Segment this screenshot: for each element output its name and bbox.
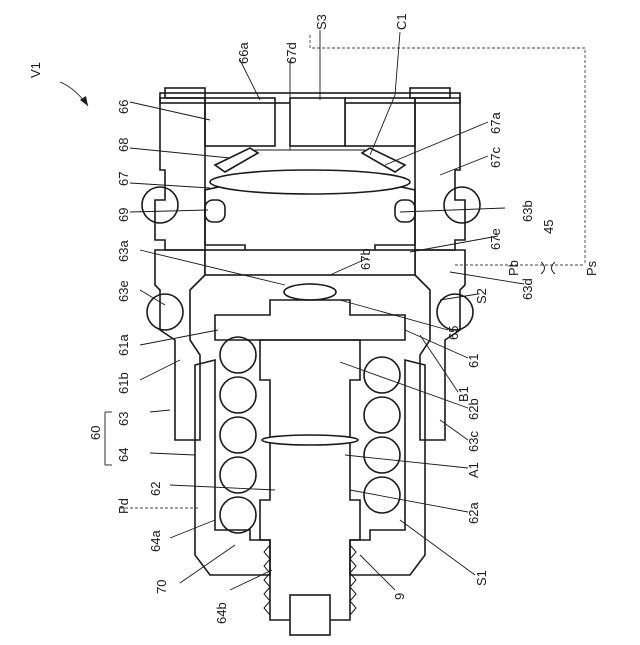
label-Ps: Ps bbox=[584, 260, 599, 276]
label-62: 62 bbox=[148, 482, 163, 496]
label-66a: 66a bbox=[236, 42, 251, 64]
label-63c: 63c bbox=[466, 431, 481, 452]
label-68: 68 bbox=[116, 138, 131, 152]
shaft-62 bbox=[260, 340, 360, 635]
label-60: 60 bbox=[88, 426, 103, 440]
label-67d: 67d bbox=[284, 42, 299, 64]
o-rings-69 bbox=[205, 200, 415, 222]
bracket-60 bbox=[105, 412, 112, 465]
label-61a: 61a bbox=[116, 334, 131, 356]
label-63a: 63a bbox=[116, 240, 131, 262]
label-64: 64 bbox=[116, 448, 131, 462]
label-45: 45 bbox=[541, 220, 556, 234]
label-Pb: Pb bbox=[506, 260, 521, 276]
label-9: 9 bbox=[392, 593, 407, 600]
label-63e: 63e bbox=[116, 280, 131, 302]
label-70: 70 bbox=[154, 580, 169, 594]
label-63: 63 bbox=[116, 412, 131, 426]
label-64b: 64b bbox=[214, 602, 229, 624]
label-63d: 63d bbox=[520, 278, 535, 300]
label-63b: 63b bbox=[520, 200, 535, 222]
label-S1: S1 bbox=[474, 570, 489, 586]
label-A1: A1 bbox=[466, 462, 481, 478]
plate-68 bbox=[215, 148, 405, 172]
label-61: 61 bbox=[466, 354, 481, 368]
label-67e: 67e bbox=[488, 228, 503, 250]
label-S3: S3 bbox=[314, 14, 329, 30]
label-62a: 62a bbox=[466, 502, 481, 524]
label-C1: C1 bbox=[394, 13, 409, 30]
spring-housing-64 bbox=[195, 360, 425, 575]
label-65: 65 bbox=[446, 326, 461, 340]
label-S2: S2 bbox=[474, 288, 489, 304]
label-Pd: Pd bbox=[116, 498, 131, 514]
housing-63 bbox=[155, 250, 465, 440]
seat-61 bbox=[215, 284, 405, 340]
label-67c: 67c bbox=[488, 147, 503, 168]
label-V1: V1 bbox=[28, 62, 43, 78]
label-64a: 64a bbox=[148, 530, 163, 552]
label-67: 67 bbox=[116, 172, 131, 186]
label-69: 69 bbox=[116, 208, 131, 222]
label-66: 66 bbox=[116, 100, 131, 114]
label-62b: 62b bbox=[466, 398, 481, 420]
label-67b: 67b bbox=[358, 248, 373, 270]
label-67a: 67a bbox=[488, 112, 503, 134]
label-61b: 61b bbox=[116, 372, 131, 394]
